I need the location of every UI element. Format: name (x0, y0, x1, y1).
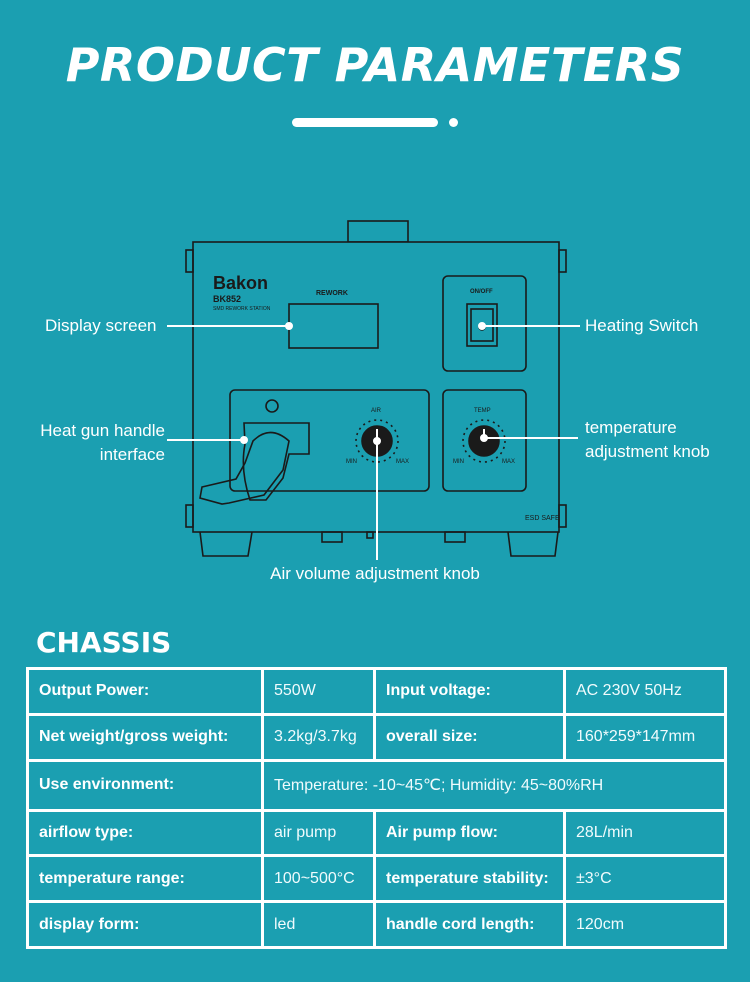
callout-heat-gun-line2: interface (99, 445, 165, 464)
spec-key: Use environment: (26, 758, 264, 812)
spec-value: 120cm (563, 900, 727, 949)
brand-logo: Bakon (213, 273, 268, 293)
spec-value: 100~500°C (261, 854, 376, 904)
table-row: airflow type: air pump Air pump flow: 28… (26, 808, 727, 858)
spec-value: ±3°C (563, 854, 727, 904)
title-underline (292, 118, 438, 127)
table-row: display form: led handle cord length: 12… (26, 900, 727, 949)
spec-value: 3.2kg/3.7kg (261, 712, 376, 762)
spec-key: temperature range: (26, 854, 264, 904)
air-min-label: MIN (346, 459, 357, 465)
spec-key: overall size: (373, 712, 566, 762)
spec-value: 28L/min (563, 808, 727, 858)
table-row: Output Power: 550W Input voltage: AC 230… (26, 667, 727, 716)
spec-key: handle cord length: (373, 900, 566, 949)
spec-value: 550W (261, 667, 376, 716)
spec-key: Output Power: (26, 667, 264, 716)
temp-label: TEMP (474, 408, 491, 414)
table-row: Use environment: Temperature: -10~45℃; H… (26, 758, 727, 812)
spec-value: led (261, 900, 376, 949)
callout-heat-gun-interface: Heat gun handle interface (20, 419, 165, 467)
model-subtitle: SMD REWORK STATION (213, 306, 271, 312)
callout-heat-gun-line1: Heat gun handle (40, 421, 165, 440)
title-dot (449, 118, 458, 127)
air-label: AIR (371, 408, 382, 414)
spec-key: Input voltage: (373, 667, 566, 716)
chassis-heading: CHASSIS (36, 626, 172, 659)
spec-key: Net weight/gross weight: (26, 712, 264, 762)
callout-temperature-knob: temperature adjustment knob (585, 416, 710, 464)
esd-label: ESD SAFE (525, 515, 560, 522)
temp-min-label: MIN (453, 459, 464, 465)
table-row: temperature range: 100~500°C temperature… (26, 854, 727, 904)
rework-station-illustration: Bakon BK852 SMD REWORK STATION REWORK ON… (167, 220, 580, 560)
spec-key: Air pump flow: (373, 808, 566, 858)
spec-value: 160*259*147mm (563, 712, 727, 762)
chassis-spec-table: Output Power: 550W Input voltage: AC 230… (26, 667, 727, 949)
page-title: PRODUCT PARAMETERS (65, 38, 685, 92)
spec-value: AC 230V 50Hz (563, 667, 727, 716)
temp-max-label: MAX (502, 459, 515, 465)
callout-heating-switch: Heating Switch (585, 316, 699, 335)
spec-value: Temperature: -10~45℃; Humidity: 45~80%RH (261, 758, 727, 812)
callout-temp-knob-line1: temperature (585, 418, 677, 437)
callout-temp-knob-line2: adjustment knob (585, 442, 710, 461)
callout-air-volume-knob: Air volume adjustment knob (270, 564, 480, 583)
spec-value: air pump (261, 808, 376, 858)
model-label: BK852 (213, 294, 241, 304)
switch-label: ON/OFF (470, 289, 493, 295)
callout-display-screen: Display screen (45, 316, 157, 335)
panel-label: REWORK (316, 290, 348, 297)
table-row: Net weight/gross weight: 3.2kg/3.7kg ove… (26, 712, 727, 762)
spec-key: airflow type: (26, 808, 264, 858)
air-max-label: MAX (396, 459, 409, 465)
spec-key: display form: (26, 900, 264, 949)
spec-key: temperature stability: (373, 854, 566, 904)
